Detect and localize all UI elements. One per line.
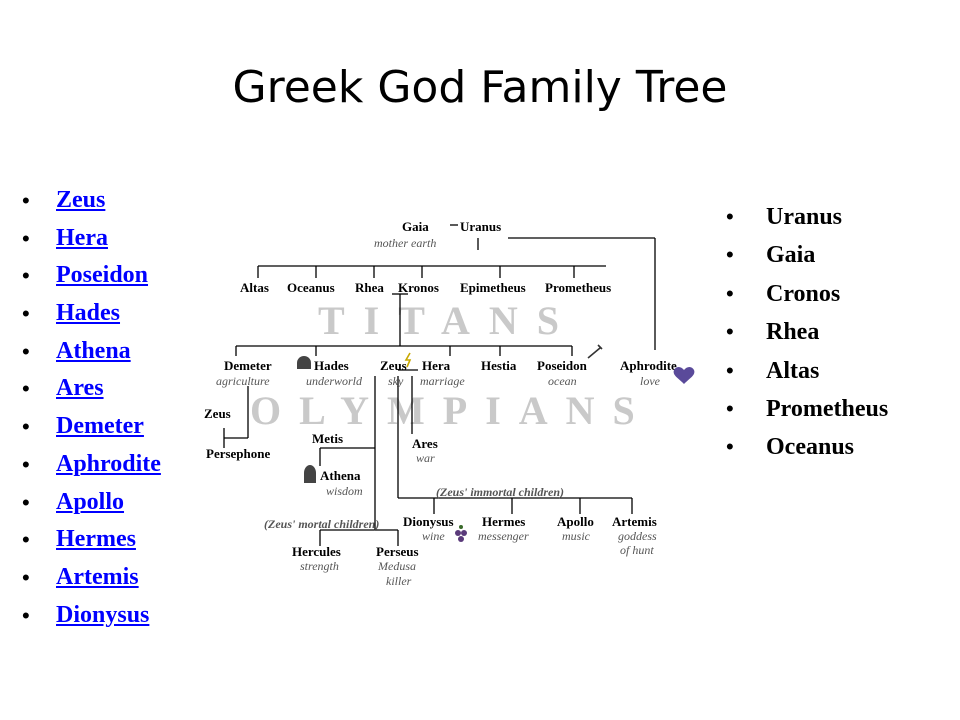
label-immortal-children: (Zeus' immortal children): [436, 485, 564, 499]
node-ares: Ares: [412, 436, 438, 451]
node-rhea: Rhea: [355, 280, 384, 295]
list-item: Zeus: [22, 182, 161, 220]
list-item: Aphrodite: [22, 446, 161, 484]
link-athena[interactable]: Athena: [56, 337, 131, 364]
desc-aphrodite: love: [640, 374, 661, 388]
desc-artemis-2: of hunt: [620, 543, 654, 557]
link-aphrodite[interactable]: Aphrodite: [56, 450, 161, 477]
node-apollo: Apollo: [557, 514, 594, 529]
list-item: Prometheus: [726, 390, 888, 429]
desc-perseus-1: Medusa: [377, 559, 416, 573]
trident-icon: [587, 344, 603, 359]
node-persephone: Persephone: [206, 446, 271, 461]
link-apollo[interactable]: Apollo: [56, 488, 125, 515]
desc-athena: wisdom: [326, 484, 363, 498]
desc-hera: marriage: [420, 374, 465, 388]
desc-dionysus: wine: [422, 529, 445, 543]
lightning-icon: [404, 352, 412, 368]
node-uranus: Uranus: [460, 219, 501, 234]
node-hestia: Hestia: [481, 358, 517, 373]
list-item: Hermes: [22, 521, 161, 559]
list-item: Cronos: [726, 275, 888, 314]
link-zeus[interactable]: Zeus: [56, 187, 106, 213]
list-item: Poseidon: [22, 257, 161, 295]
list-item: Demeter: [22, 408, 161, 446]
desc-zeus: sky: [388, 374, 404, 388]
node-poseidon: Poseidon: [537, 358, 588, 373]
titans-banner: TITANS: [318, 298, 578, 343]
list-item: Apollo: [22, 484, 161, 522]
node-athena: Athena: [320, 468, 361, 483]
family-tree-diagram: TITANS OLYMPIANS: [204, 219, 695, 588]
desc-hercules: strength: [300, 559, 339, 573]
helmet-icon: [304, 465, 316, 483]
grapes-icon: [455, 525, 467, 542]
desc-poseidon: ocean: [548, 374, 577, 388]
node-hermes: Hermes: [482, 514, 525, 529]
node-epimetheus: Epimetheus: [460, 280, 526, 295]
node-altas: Altas: [240, 280, 269, 295]
link-hera[interactable]: Hera: [56, 224, 108, 251]
helmet-icon: [297, 356, 311, 369]
node-aphrodite: Aphrodite: [620, 358, 677, 373]
desc-perseus-2: killer: [386, 574, 412, 588]
link-poseidon[interactable]: Poseidon: [56, 262, 149, 289]
list-item: Ares: [22, 370, 161, 408]
slide-title: Greek God Family Tree: [232, 62, 728, 113]
list-item: Athena: [22, 333, 161, 371]
link-dionysus[interactable]: Dionysus: [56, 601, 150, 628]
link-ares[interactable]: Ares: [56, 375, 104, 402]
node-hercules: Hercules: [292, 544, 341, 559]
list-item: Uranus: [726, 198, 888, 237]
tree-connectors: [223, 224, 656, 546]
link-demeter[interactable]: Demeter: [56, 413, 144, 440]
desc-hermes: messenger: [478, 529, 529, 543]
node-hades: Hades: [314, 358, 349, 373]
desc-hades: underworld: [306, 374, 363, 388]
list-item: Oceanus: [726, 428, 888, 467]
node-kronos: Kronos: [398, 280, 439, 295]
gods-link-list: Zeus Hera Poseidon Hades Athena Ares Dem…: [22, 182, 161, 634]
desc-ares: war: [416, 451, 435, 465]
olympians-banner: OLYMPIANS: [250, 388, 653, 433]
family-tree-image: TITANS OLYMPIANS: [200, 208, 720, 596]
link-artemis[interactable]: Artemis: [56, 563, 139, 590]
node-oceanus: Oceanus: [287, 280, 335, 295]
titans-list: Uranus Gaia Cronos Rhea Altas Prometheus…: [726, 198, 888, 467]
desc-artemis-1: goddess: [618, 529, 657, 543]
list-item: Dionysus: [22, 597, 161, 635]
list-item: Rhea: [726, 313, 888, 352]
list-item: Gaia: [726, 236, 888, 275]
node-zeus: Zeus: [380, 358, 407, 373]
link-hermes[interactable]: Hermes: [56, 526, 136, 553]
node-hera: Hera: [422, 358, 451, 373]
node-perseus: Perseus: [376, 544, 419, 559]
node-zeus-persephone-father: Zeus: [204, 406, 231, 421]
heart-icon: [673, 367, 695, 384]
desc-gaia: mother earth: [374, 236, 436, 250]
list-item: Artemis: [22, 559, 161, 597]
node-metis: Metis: [312, 431, 343, 446]
list-item: Hera: [22, 220, 161, 258]
node-artemis: Artemis: [612, 514, 657, 529]
node-prometheus: Prometheus: [545, 280, 611, 295]
list-item: Altas: [726, 352, 888, 391]
node-gaia: Gaia: [402, 219, 429, 234]
link-hades[interactable]: Hades: [56, 300, 121, 327]
node-demeter: Demeter: [224, 358, 272, 373]
label-mortal-children: (Zeus' mortal children): [264, 517, 379, 531]
node-dionysus: Dionysus: [403, 514, 454, 529]
desc-apollo: music: [562, 529, 591, 543]
desc-demeter: agriculture: [216, 374, 270, 388]
list-item: Hades: [22, 295, 161, 333]
